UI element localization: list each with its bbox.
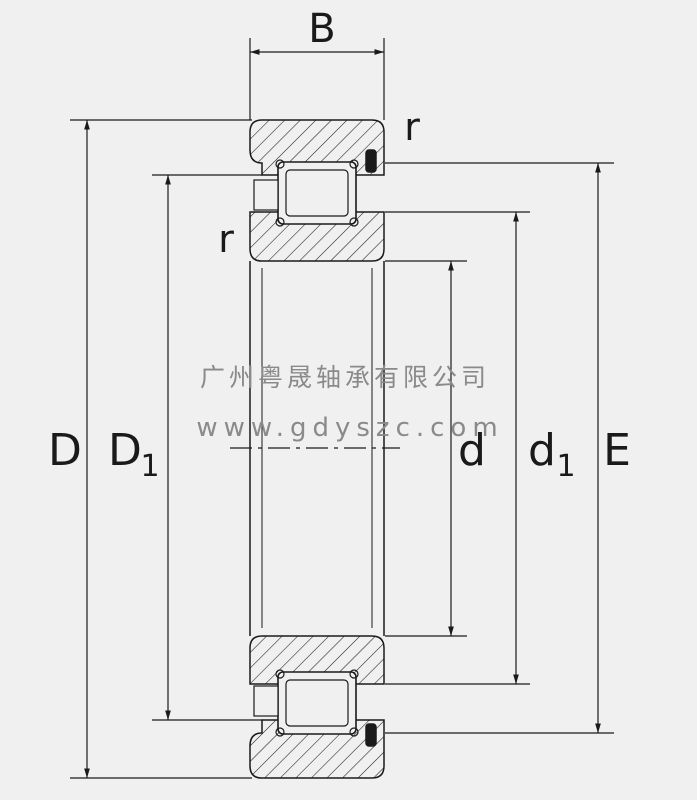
label-d1: d [528, 425, 556, 476]
watermark-company: 广州粤晟轴承有限公司 [200, 363, 490, 392]
roller-bottom [277, 671, 357, 735]
label-B: B [308, 6, 335, 52]
extension-lines [70, 38, 614, 779]
label-D: D [48, 425, 82, 476]
label-D1-subscript: 1 [140, 449, 159, 484]
snap-ring-top [365, 149, 377, 173]
label-d1-subscript: 1 [556, 449, 575, 484]
label-r-top: r [404, 105, 420, 149]
label-D1: D [108, 425, 142, 476]
snap-ring-bottom [365, 723, 377, 747]
label-d: d [458, 425, 486, 476]
roller-top [277, 161, 357, 225]
label-r-left: r [218, 217, 234, 261]
label-E: E [603, 425, 631, 476]
cage-circles [275, 159, 359, 737]
watermark-url: www.gdyszc.com [196, 413, 503, 443]
